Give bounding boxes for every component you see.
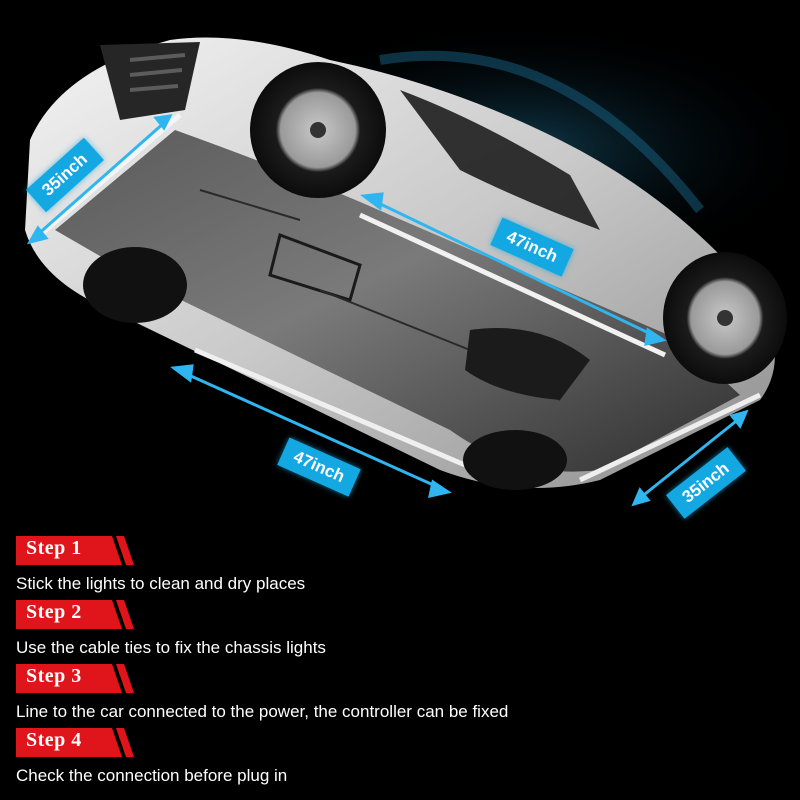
step-2-text: Use the cable ties to fix the chassis li…: [16, 638, 326, 657]
step-4: Step 4 Check the connection before plug …: [0, 728, 800, 792]
step-4-badge: Step 4: [16, 728, 134, 757]
step-3-badge: Step 3: [16, 664, 134, 693]
front-grille: [100, 42, 200, 120]
light-strip-rear: [578, 392, 762, 483]
step-badge-shape: [16, 728, 134, 757]
dimension-arrow-rear: [639, 416, 741, 500]
step-4-label: Step 4: [26, 729, 82, 751]
dimension-arrow-front: [35, 120, 166, 238]
car-illustration: [25, 20, 800, 507]
step-badge-shape: [16, 664, 134, 693]
step-1-label: Step 1: [26, 537, 82, 559]
installation-steps: Step 1 Stick the lights to clean and dry…: [0, 530, 800, 800]
step-3-text: Line to the car connected to the power, …: [16, 702, 509, 721]
step-2-badge: Step 2: [16, 600, 134, 629]
wheel-front-right: [250, 62, 386, 198]
dimension-arrow-side-upper: [371, 198, 656, 338]
wheel-rear-right: [663, 252, 787, 384]
step-4-text: Check the connection before plug in: [16, 766, 288, 785]
car-window: [400, 90, 600, 230]
step-1: Step 1 Stick the lights to clean and dry…: [0, 536, 800, 600]
step-2-label: Step 2: [26, 601, 82, 623]
step-badge-shape: [16, 600, 134, 629]
step-3-label: Step 3: [26, 665, 82, 687]
wheel-rear-left: [463, 430, 567, 490]
grille-slats: [129, 53, 186, 92]
car-underside-illustration: 35inch 47inch 47inch 35inch: [25, 20, 800, 519]
step-1-badge: Step 1: [16, 536, 134, 565]
step-1-text: Stick the lights to clean and dry places: [16, 574, 306, 593]
dimension-arrow-side-lower: [181, 370, 441, 490]
light-strip-side-lower: [194, 347, 466, 468]
wheel-front-left: [83, 247, 187, 323]
rear-subframe: [465, 328, 590, 400]
light-strip-front: [38, 113, 182, 237]
step-3: Step 3 Line to the car connected to the …: [0, 664, 800, 728]
floor-panel: [268, 233, 362, 302]
light-strip-side-upper: [358, 212, 667, 358]
background-arc: [379, 50, 704, 214]
step-badge-shape: [16, 536, 134, 565]
step-2: Step 2 Use the cable ties to fix the cha…: [0, 600, 800, 664]
